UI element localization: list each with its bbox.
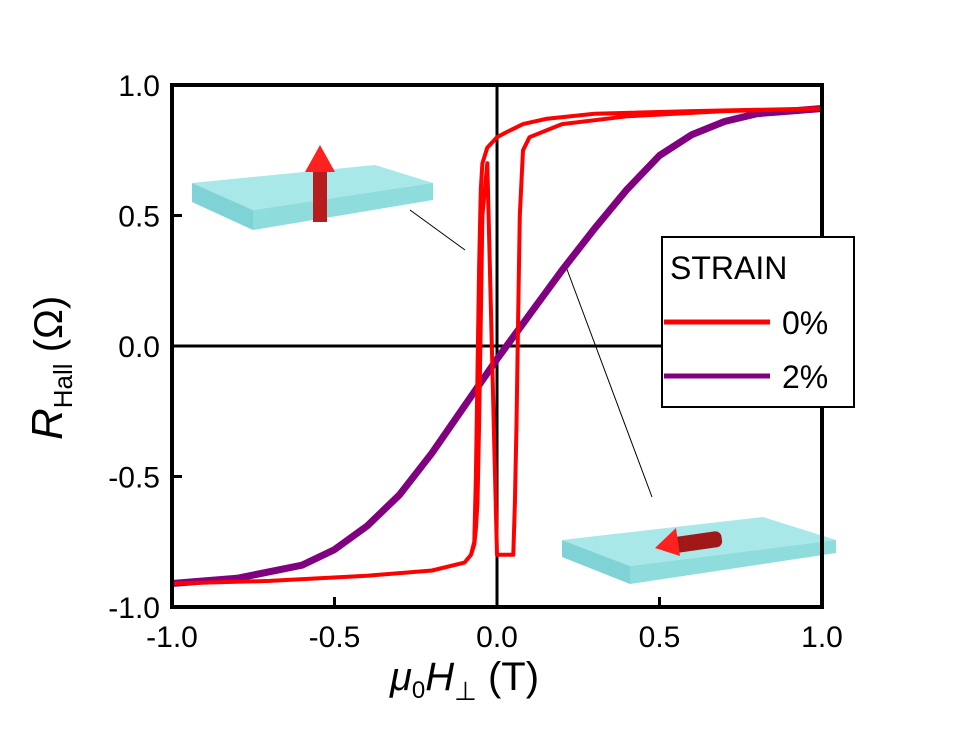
inset-perpendicular-magnetization	[192, 145, 433, 230]
inset-slab-side	[253, 183, 433, 230]
series-line-2pct	[171, 105, 823, 587]
y-tick-label: 0.5	[118, 201, 160, 234]
inset-inplane-magnetization	[562, 517, 836, 584]
up-arrow-shaft	[313, 170, 327, 222]
legend: STRAIN 0% 2%	[661, 236, 855, 408]
y-axis-label: RHall (Ω)	[23, 296, 78, 440]
x-tick-label: 0.0	[476, 621, 518, 654]
y-tick-label: 0.0	[118, 331, 160, 364]
x-tick-label: 0.5	[639, 621, 681, 654]
inplane-arrow-head	[655, 528, 680, 556]
x-tick-label: -1.0	[146, 621, 198, 654]
y-tick-label: -0.5	[108, 462, 160, 495]
inplane-arrow-shaft	[671, 531, 723, 553]
x-axis-label: μ0H⊥ (T)	[389, 655, 539, 706]
y-tick-label: -1.0	[108, 592, 160, 625]
inset-slab-front	[192, 183, 253, 230]
legend-label-1: 2%	[782, 359, 828, 395]
inset-slab-top	[192, 165, 433, 210]
x-tick-label: -0.5	[309, 621, 361, 654]
inset-slab-front	[562, 540, 630, 584]
inset-slab-side	[630, 540, 836, 584]
annotation-line-2	[564, 263, 653, 498]
legend-title: STRAIN	[670, 250, 787, 286]
legend-label-0: 0%	[782, 305, 828, 341]
up-arrow-head	[305, 145, 335, 172]
series-line-0pct	[170, 106, 823, 586]
x-tick-label: 1.0	[801, 621, 843, 654]
y-tick-label: 1.0	[118, 70, 160, 103]
annotation-line-0	[409, 209, 466, 251]
